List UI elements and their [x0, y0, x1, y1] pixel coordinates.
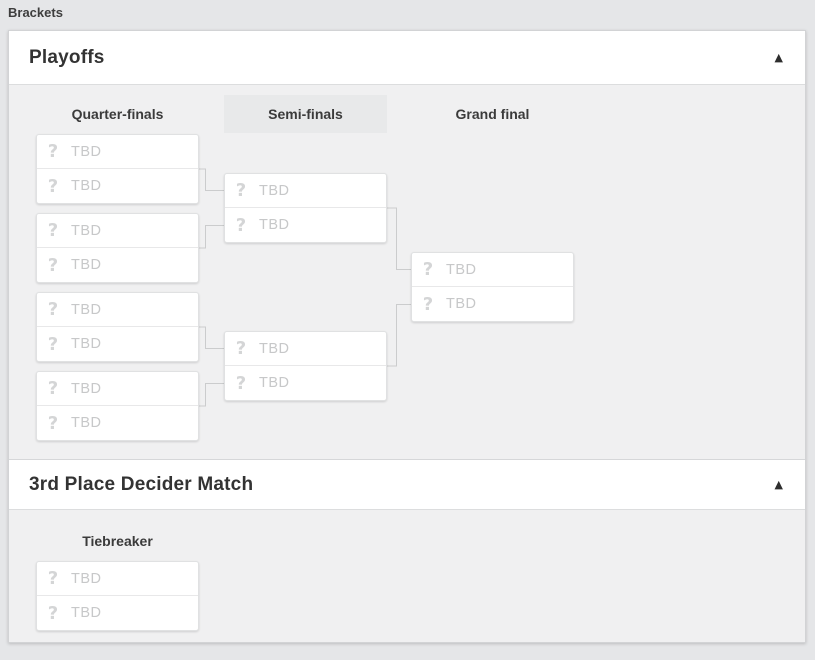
unknown-participant-icon: ?	[47, 141, 59, 162]
match-slot: ? TBD	[225, 332, 386, 366]
match-slot: ? TBD	[37, 293, 198, 327]
third-place-bracket-area: Tiebreaker ? TBD ? TBD	[9, 510, 805, 642]
participant-name: TBD	[71, 143, 102, 160]
third-place-section-header[interactable]: 3rd Place Decider Match ▲	[9, 460, 805, 510]
unknown-participant-icon: ?	[47, 602, 59, 624]
participant-name: TBD	[259, 217, 290, 233]
participant-name: TBD	[71, 222, 102, 239]
match-quarter-final-1[interactable]: ? TBD ? TBD	[36, 134, 199, 204]
match-slot: ? TBD	[37, 562, 198, 596]
participant-name: TBD	[259, 340, 290, 357]
participant-name: TBD	[71, 570, 102, 587]
unknown-participant-icon: ?	[47, 299, 59, 320]
unknown-participant-icon: ?	[47, 333, 59, 355]
playoffs-bracket-area: Quarter-finals Semi-finals Grand final ?…	[9, 85, 805, 460]
match-semi-final-2[interactable]: ? TBD ? TBD	[224, 331, 387, 401]
participant-name: TBD	[71, 415, 102, 431]
participant-name: TBD	[71, 605, 102, 621]
match-slot: ? TBD	[225, 174, 386, 208]
participant-name: TBD	[71, 257, 102, 273]
match-quarter-final-2[interactable]: ? TBD ? TBD	[36, 213, 199, 283]
participant-name: TBD	[71, 178, 102, 194]
match-quarter-final-3[interactable]: ? TBD ? TBD	[36, 292, 199, 362]
playoffs-section-header[interactable]: Playoffs ▲	[9, 31, 805, 85]
match-slot: ? TBD	[412, 287, 573, 321]
round-header-semi-finals[interactable]: Semi-finals	[224, 95, 387, 133]
participant-name: TBD	[71, 301, 102, 318]
round-header-grand-final[interactable]: Grand final	[455, 106, 530, 122]
match-slot: ? TBD	[225, 366, 386, 400]
match-slot: ? TBD	[37, 596, 198, 630]
match-slot: ? TBD	[37, 248, 198, 282]
page-title: Brackets	[8, 5, 63, 20]
unknown-participant-icon: ?	[235, 180, 247, 201]
participant-name: TBD	[71, 380, 102, 397]
collapse-up-arrow-icon[interactable]: ▲	[773, 475, 785, 494]
participant-name: TBD	[71, 336, 102, 352]
match-slot: ? TBD	[37, 327, 198, 361]
round-header-tiebreaker: Tiebreaker	[82, 533, 153, 549]
unknown-participant-icon: ?	[422, 293, 434, 315]
round-header-quarter-finals[interactable]: Quarter-finals	[71, 106, 164, 122]
participant-name: TBD	[446, 296, 477, 312]
participant-name: TBD	[259, 375, 290, 391]
match-slot: ? TBD	[225, 208, 386, 242]
match-slot: ? TBD	[37, 372, 198, 406]
match-slot: ? TBD	[37, 135, 198, 169]
unknown-participant-icon: ?	[47, 220, 59, 241]
unknown-participant-icon: ?	[235, 214, 247, 236]
unknown-participant-icon: ?	[47, 254, 59, 276]
match-slot: ? TBD	[37, 406, 198, 440]
unknown-participant-icon: ?	[235, 338, 247, 359]
match-quarter-final-4[interactable]: ? TBD ? TBD	[36, 371, 199, 441]
unknown-participant-icon: ?	[47, 378, 59, 399]
third-place-section-title: 3rd Place Decider Match	[29, 473, 254, 495]
unknown-participant-icon: ?	[47, 175, 59, 197]
match-slot: ? TBD	[412, 253, 573, 287]
participant-name: TBD	[446, 261, 477, 278]
brackets-card: Playoffs ▲ Quarter-finals Semi-finals Gr…	[8, 30, 806, 643]
participant-name: TBD	[259, 182, 290, 199]
match-slot: ? TBD	[37, 169, 198, 203]
unknown-participant-icon: ?	[47, 412, 59, 434]
playoffs-section-title: Playoffs	[29, 46, 105, 68]
match-grand-final[interactable]: ? TBD ? TBD	[411, 252, 574, 322]
unknown-participant-icon: ?	[47, 568, 59, 589]
match-slot: ? TBD	[37, 214, 198, 248]
collapse-up-arrow-icon[interactable]: ▲	[773, 48, 785, 67]
unknown-participant-icon: ?	[422, 259, 434, 280]
unknown-participant-icon: ?	[235, 372, 247, 394]
match-semi-final-1[interactable]: ? TBD ? TBD	[224, 173, 387, 243]
match-tiebreaker[interactable]: ? TBD ? TBD	[36, 561, 199, 631]
